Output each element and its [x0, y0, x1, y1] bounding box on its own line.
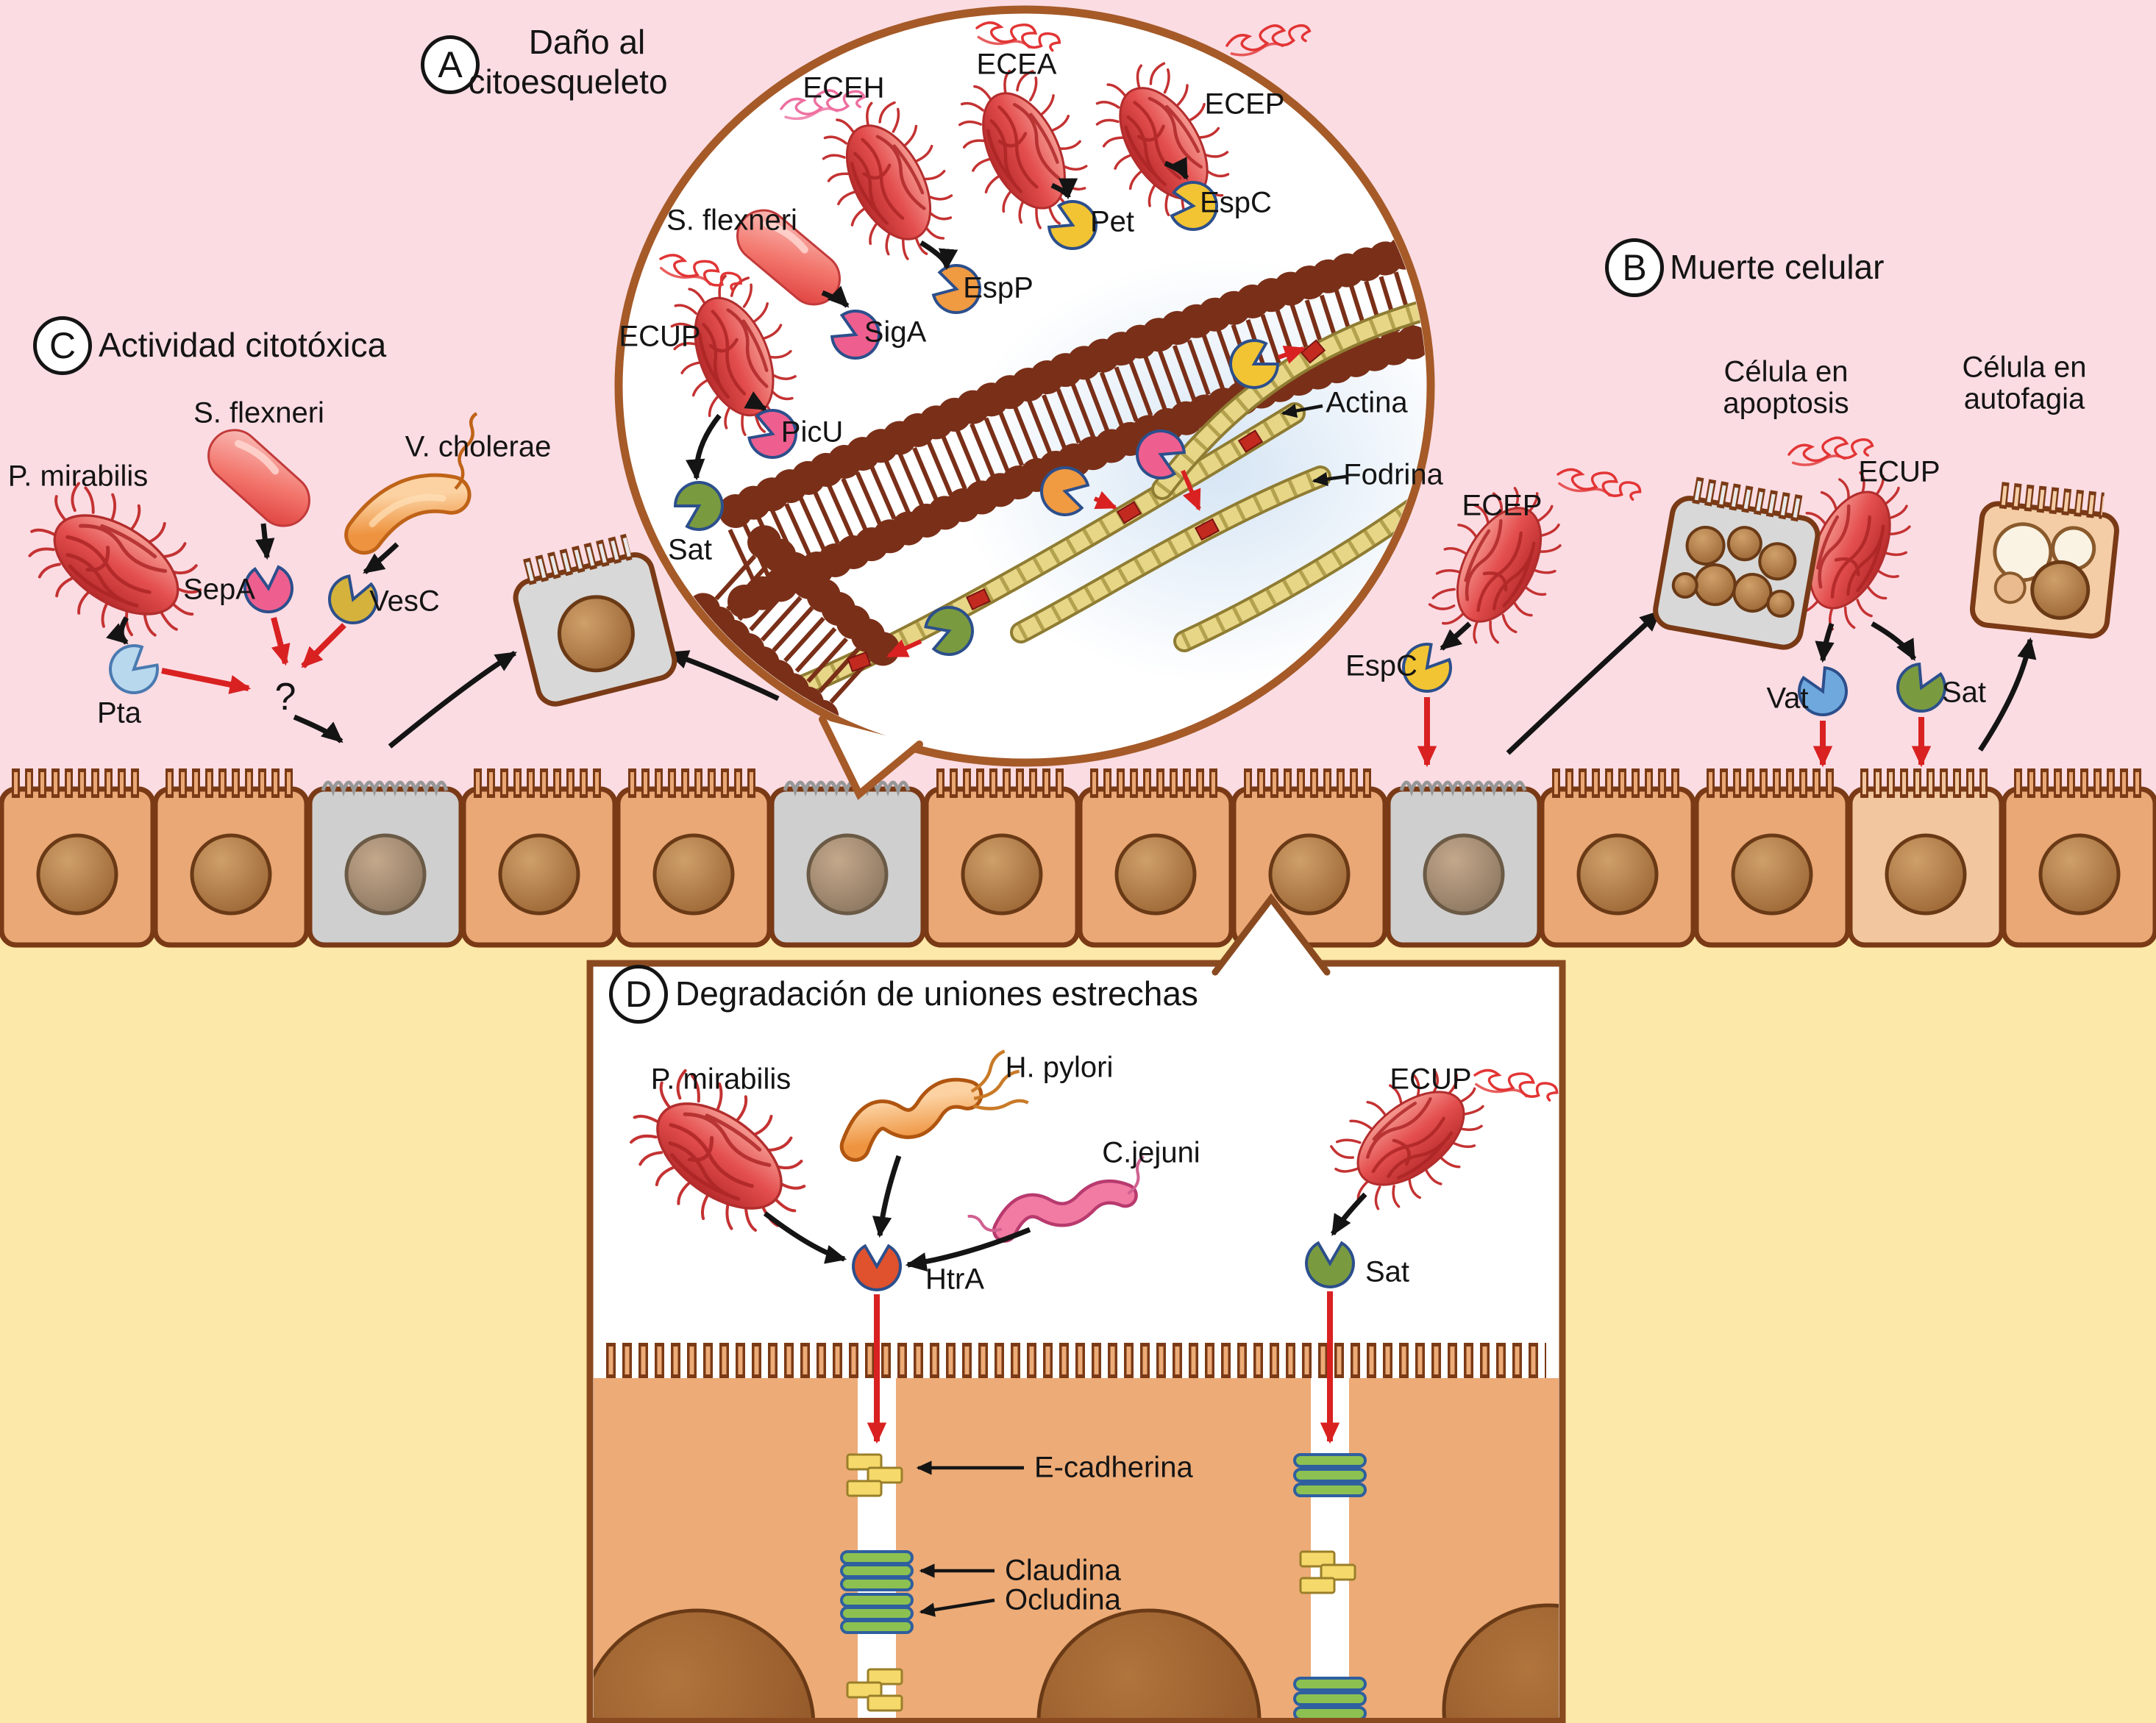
panel-a-title-line2: citoesqueleto: [468, 63, 668, 101]
label-apoptosis-line1: Célula en: [1723, 355, 1849, 388]
secretion-arrows-b: [1440, 610, 2037, 755]
label-picu: PicU: [780, 415, 844, 449]
label-e-cadherina: E-cadherina: [1034, 1451, 1193, 1484]
panel-b-graphics: [1392, 432, 2119, 768]
junction-pointer-arrows: [916, 1460, 1024, 1617]
panel-b-title: Muerte celular: [1670, 248, 1885, 287]
epithelial-cell: [2004, 783, 2155, 945]
label-apoptosis-line2: apoptosis: [1723, 387, 1849, 420]
label-autofagia-line1: Célula en: [1962, 351, 2087, 384]
right-junction-claudina: [1293, 1453, 1367, 1718]
panel-b-badge: B: [1605, 238, 1664, 297]
death-arrows: [1417, 697, 1932, 768]
panel-d-badge: D: [609, 965, 668, 1024]
cleavage-sites: [847, 339, 1326, 673]
panel-d-box: [586, 893, 1566, 1723]
panel-a-bubble: [614, 5, 1435, 800]
epithelial-cell: [1542, 783, 1693, 945]
autophagic-epithelial-cell: [1850, 783, 2002, 945]
label-p-mirabilis-d: P. mirabilis: [650, 1063, 791, 1096]
right-junction-ecadherina: [1299, 1550, 1356, 1594]
label-ecea: ECEA: [976, 48, 1057, 81]
label-ecep-b: ECEP: [1462, 489, 1543, 522]
epithelial-cell: [1696, 783, 1848, 945]
epithelial-cell: [1080, 783, 1231, 945]
ocludina-stack: [840, 1593, 914, 1634]
label-ecup-b: ECUP: [1858, 455, 1940, 488]
label-vat: Vat: [1766, 682, 1809, 715]
panel-c-graphics: [8, 413, 780, 749]
panel-c-badge: C: [33, 316, 92, 375]
label-ocludina: Ocludina: [1005, 1583, 1121, 1616]
label-actina: Actina: [1326, 386, 1408, 419]
autophagic-cell: [1971, 493, 2119, 638]
epithelial-cell: [155, 783, 307, 945]
panel-a-badge: A: [421, 35, 480, 94]
damaged-epithelial-cell: [310, 782, 461, 945]
cytotoxic-arrows: [161, 617, 346, 694]
cleavage-arrows: [886, 346, 1306, 658]
panel-a-title-line1: Daño al: [528, 23, 646, 62]
secretion-arrows-a: [686, 157, 1189, 481]
panel-d-notch: [1215, 899, 1327, 972]
label-sat-b: Sat: [1941, 676, 1987, 709]
panel-d-title: Degradación de uniones estrechas: [675, 974, 1198, 1013]
label-pta: Pta: [96, 696, 142, 729]
label-ecup: ECUP: [619, 320, 701, 353]
epithelial-cell: [463, 783, 615, 945]
degradation-arrows: [867, 1291, 1340, 1444]
label-claudina: Claudina: [1005, 1554, 1121, 1587]
epithelial-cell-row: [1, 782, 2155, 945]
epithelial-cell: [926, 783, 1078, 945]
label-s-flexneri-c: S. flexneri: [193, 396, 324, 429]
tissue-nuclei: [594, 1603, 1559, 1718]
label-vesc: VesC: [369, 585, 440, 618]
label-espc-b: EspC: [1345, 649, 1417, 682]
label-espp: EspP: [963, 271, 1033, 304]
label-ecep: ECEP: [1204, 88, 1285, 121]
epithelial-cell: [1, 783, 153, 945]
label-p-mirabilis-c: P. mirabilis: [7, 460, 149, 493]
label-sepa: SepA: [183, 573, 255, 606]
label-s-flexneri: S. flexneri: [666, 204, 797, 237]
label-fodrina: Fodrina: [1343, 458, 1443, 491]
label-sat-d: Sat: [1365, 1255, 1410, 1288]
label-pet: Pet: [1089, 205, 1135, 238]
secretion-arrows-d: [763, 1155, 1367, 1272]
e-cadherina-blocks: [846, 1453, 903, 1712]
apoptotic-cell: [1653, 487, 1822, 650]
label-sat-a: Sat: [667, 533, 713, 566]
secretion-arrows-c: [106, 523, 780, 749]
label-espc: EspC: [1200, 186, 1272, 219]
label-unknown-target: ?: [274, 675, 296, 718]
label-v-cholerae: V. cholerae: [405, 430, 552, 463]
epithelial-cell: [618, 783, 769, 945]
label-c-jejuni: C.jejuni: [1102, 1136, 1200, 1169]
damaged-epithelial-cell: [772, 782, 923, 945]
label-ecup-d: ECUP: [1390, 1063, 1472, 1096]
label-autofagia-line2: autofagia: [1963, 382, 2085, 415]
bubble-tail: [822, 719, 919, 794]
label-eceh: ECEH: [803, 71, 885, 104]
damaged-epithelial-cell: [1388, 782, 1540, 945]
plasma-membrane: [719, 232, 1426, 618]
label-htra: HtrA: [925, 1263, 984, 1296]
label-h-pylori: H. pylori: [1005, 1051, 1114, 1084]
label-siga: SigA: [864, 315, 927, 349]
panel-c-title: Actividad citotóxica: [99, 326, 387, 365]
structure-pointer-arrows: [1281, 404, 1347, 487]
claudina-stack: [840, 1550, 914, 1591]
